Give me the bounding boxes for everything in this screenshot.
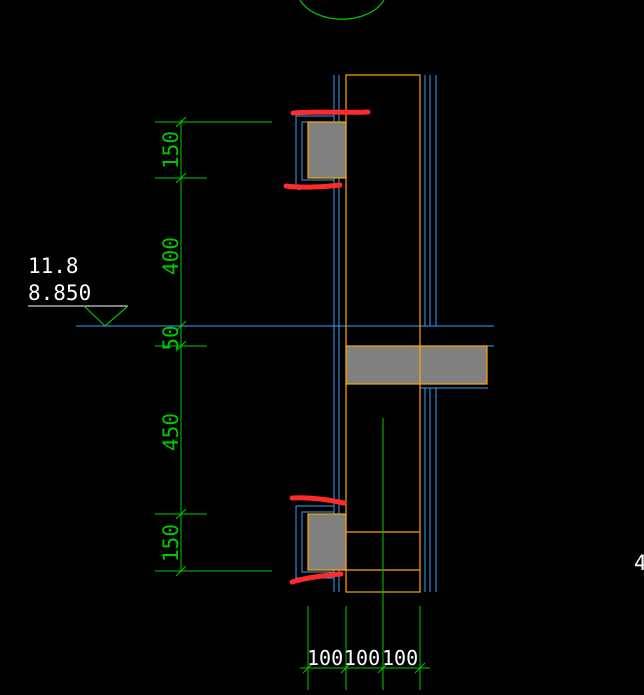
tick-mark (175, 565, 187, 577)
dim-label-100-b: 100 (344, 646, 380, 670)
hatched-members (307, 121, 488, 571)
level-marker: 11.8 8.850 (28, 254, 129, 327)
tick-mark (175, 116, 187, 128)
dim-label-450: 450 (159, 413, 183, 451)
markup-stroke-3 (289, 495, 347, 506)
dim-label-100-c: 100 (382, 646, 418, 670)
dim-label-150-top: 150 (159, 131, 183, 169)
dim-label-150-bottom: 150 (159, 524, 183, 562)
tick-mark (175, 172, 187, 184)
markup-stroke-1 (290, 109, 371, 116)
markup-stroke-2 (283, 182, 343, 190)
horizontal-dimension-chain (300, 606, 430, 690)
red-markups (283, 109, 371, 585)
edge-fragment-label: 4 (634, 551, 644, 575)
dim-label-400: 400 (159, 237, 183, 275)
lower-beam-section (307, 513, 347, 571)
tick-mark (175, 508, 187, 520)
level-triangle-icon (83, 305, 129, 327)
level-label-bottom: 8.850 (28, 281, 91, 305)
slab-section (345, 345, 488, 385)
top-circle-arc (299, 0, 385, 20)
upper-beam-section (307, 121, 347, 179)
vertical-dimension-chain (155, 116, 272, 577)
level-label-top: 11.8 (28, 254, 79, 278)
dim-label-50: 50 (159, 325, 183, 350)
dim-label-100-a: 100 (307, 646, 343, 670)
tick-mark (175, 340, 187, 352)
markup-stroke-4 (289, 571, 344, 585)
